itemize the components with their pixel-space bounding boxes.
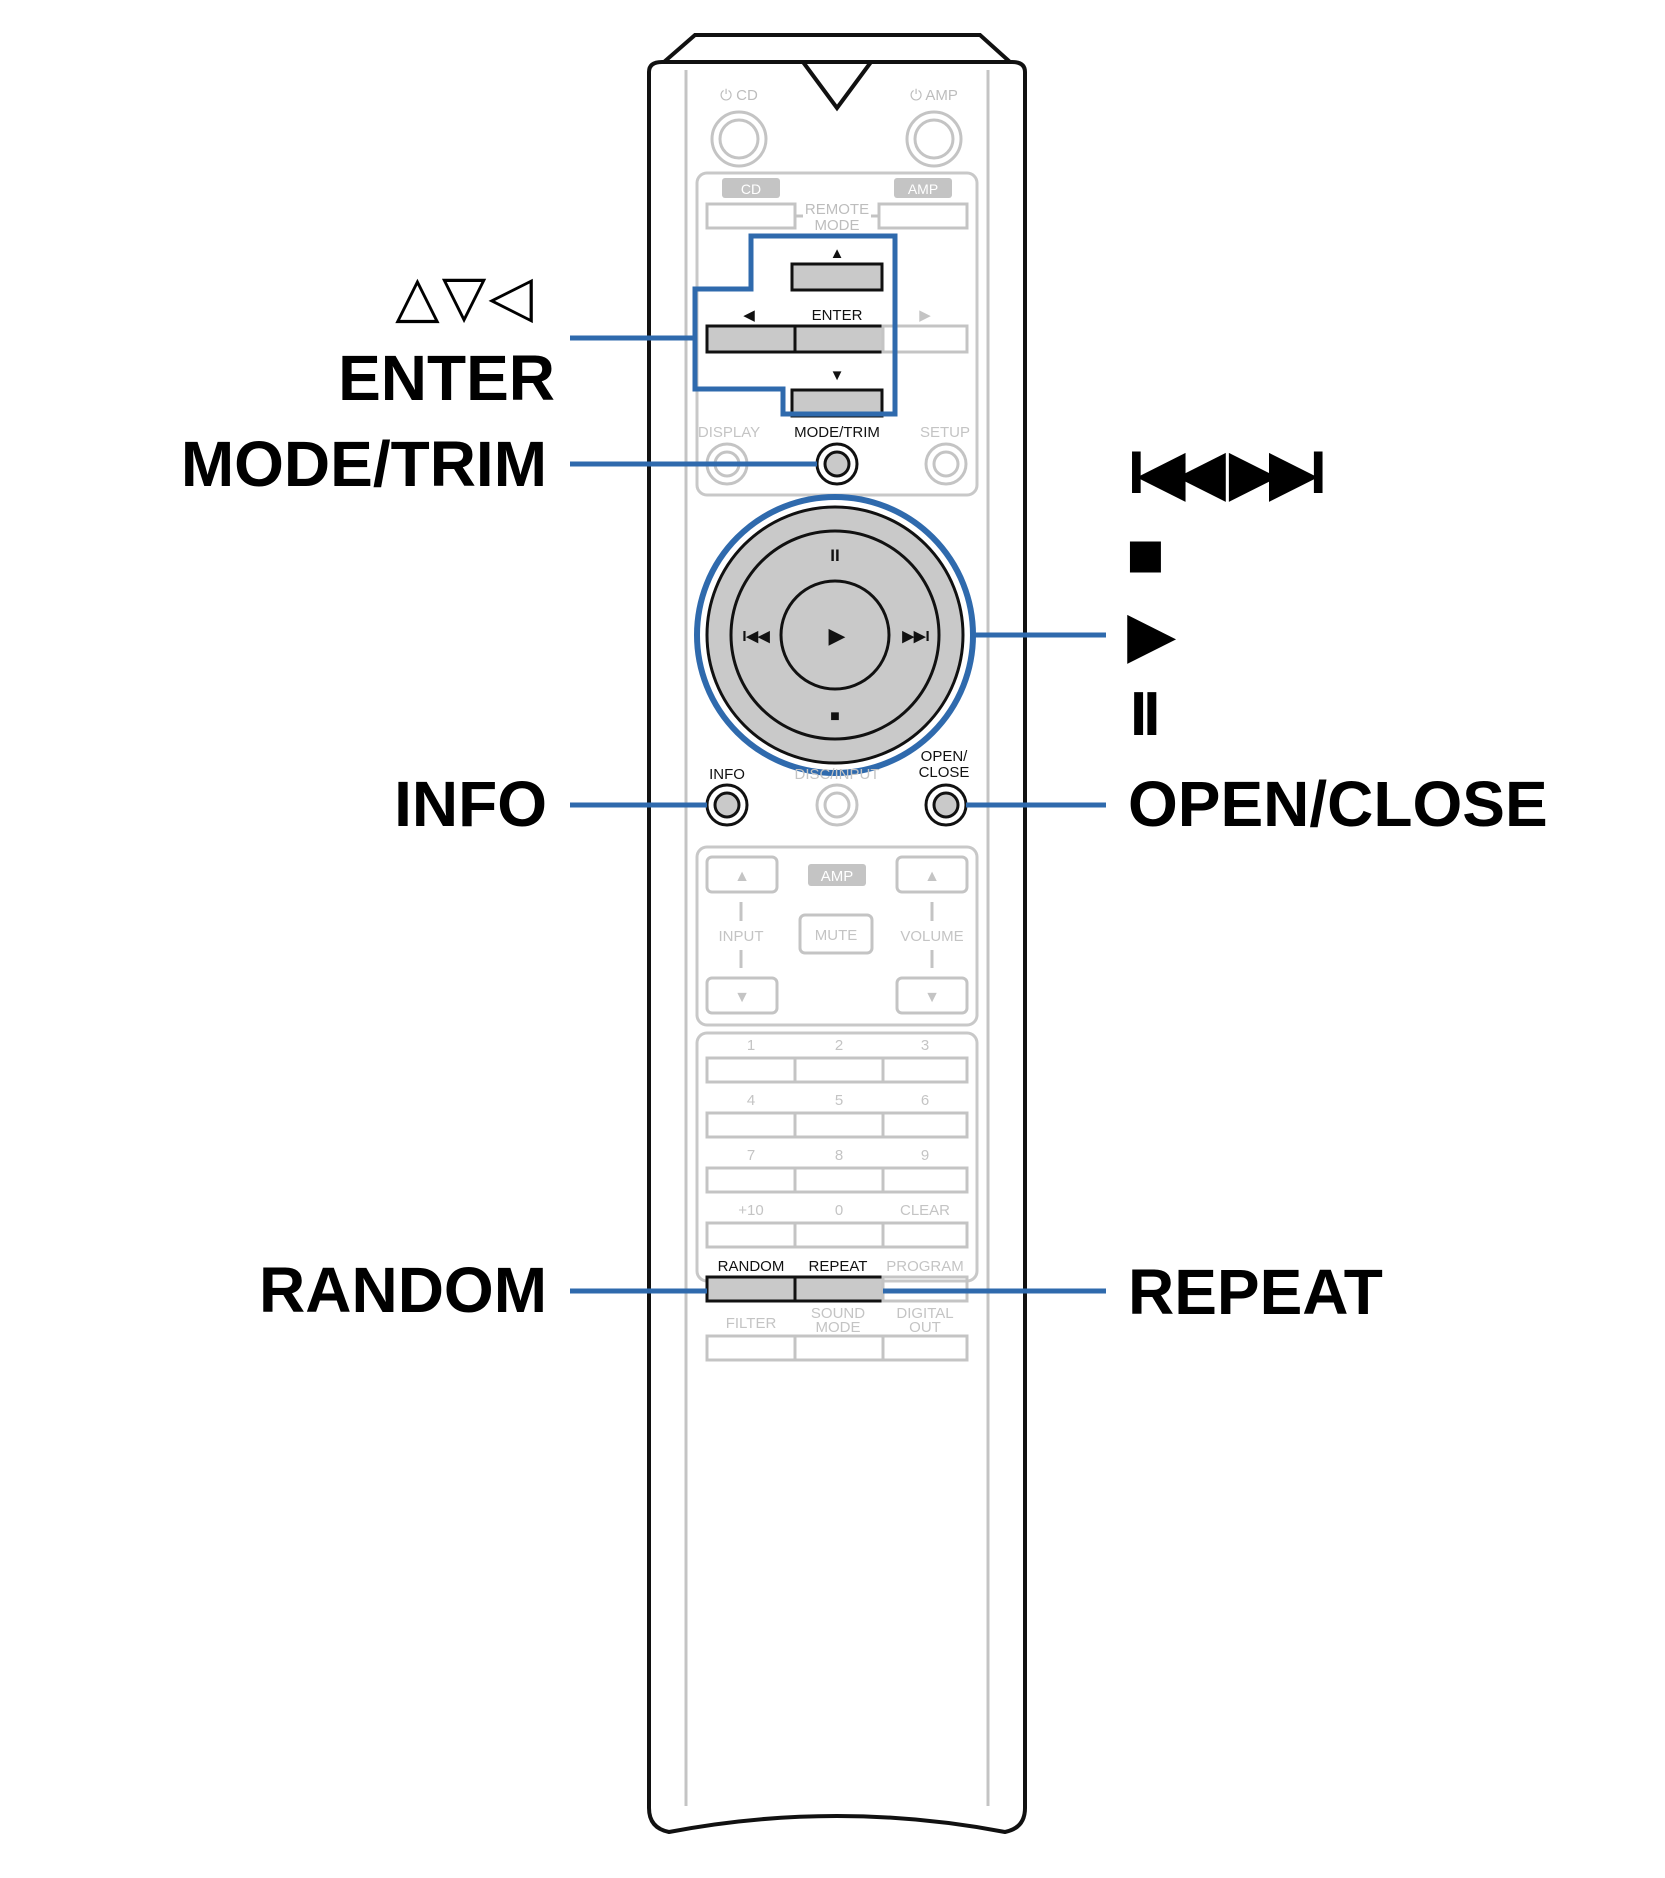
remote-mode-label-2: MODE <box>815 217 860 234</box>
random-button[interactable] <box>705 1275 797 1303</box>
play-callout: ▶ <box>1128 601 1175 668</box>
disc-input-label: DISC/INPUT <box>794 766 879 783</box>
sound-mode-label-2: MODE <box>816 1319 861 1336</box>
number-key-button[interactable] <box>881 1111 969 1139</box>
setup-label: SETUP <box>920 424 970 441</box>
remote-top-notch <box>801 60 873 112</box>
number-key-label: +10 <box>738 1202 763 1219</box>
number-key-label: CLEAR <box>900 1202 950 1219</box>
number-key-label: 0 <box>835 1202 843 1219</box>
skip-callout: I◀◀ ▶▶I <box>1128 439 1327 506</box>
cursor-left-glyph: ◀ <box>743 307 755 324</box>
number-pad: 1 2 3 4 5 6 7 8 9 +10 0 CLEAR <box>705 1037 969 1249</box>
program-label: PROGRAM <box>886 1258 964 1275</box>
amp-badge-label: AMP <box>821 868 854 885</box>
mute-label: MUTE <box>815 927 858 944</box>
random-label: RANDOM <box>718 1258 785 1275</box>
input-label: INPUT <box>719 928 764 945</box>
disc-input-button[interactable] <box>815 783 859 827</box>
power-cd-label: ⏻ CD <box>720 87 758 104</box>
next-track-glyph[interactable]: ▶▶I <box>901 628 929 645</box>
volume-up-button[interactable] <box>895 855 969 894</box>
info-button[interactable] <box>705 783 749 827</box>
cursor-down-glyph: ▼ <box>830 367 845 384</box>
open-close-label-1: OPEN/ <box>921 748 969 765</box>
cursor-right-glyph: ▶ <box>919 307 931 324</box>
sound-mode-label-1: SOUND <box>811 1305 865 1322</box>
mute-button[interactable] <box>798 913 874 955</box>
number-key-label: 2 <box>835 1037 843 1054</box>
number-key-label: 6 <box>921 1092 929 1109</box>
volume-down-button[interactable] <box>895 976 969 1015</box>
mode-cd-badge-label: CD <box>741 181 761 197</box>
open-close-label-2: CLOSE <box>919 764 970 781</box>
number-key-button[interactable] <box>881 1166 969 1194</box>
remote-top-edge <box>662 33 1012 64</box>
cursor-right-button[interactable] <box>881 324 969 354</box>
input-down-glyph: ▼ <box>734 989 750 1006</box>
cursor-highlight-frame <box>692 233 898 417</box>
display-label: DISPLAY <box>698 424 760 441</box>
enter-callout: ENTER <box>338 342 555 414</box>
enter-label: ENTER <box>812 307 863 324</box>
mode-trim-button[interactable] <box>815 442 859 486</box>
input-down-button[interactable] <box>705 976 779 1015</box>
number-key-label: 8 <box>835 1147 843 1164</box>
info-callout: INFO <box>394 768 547 840</box>
number-key-label: 1 <box>747 1037 755 1054</box>
volume-up-glyph: ▲ <box>924 868 940 885</box>
cursor-left-button[interactable] <box>705 324 797 354</box>
play-button[interactable] <box>779 579 891 691</box>
pause-callout: II <box>1130 680 1161 749</box>
number-key-label: 4 <box>747 1092 755 1109</box>
number-key-label: 5 <box>835 1092 843 1109</box>
open-close-button[interactable] <box>924 783 968 827</box>
amp-panel <box>695 845 979 1027</box>
repeat-callout: REPEAT <box>1128 1256 1383 1328</box>
filter-label: FILTER <box>726 1315 777 1332</box>
remote-body <box>647 60 1027 1835</box>
previous-track-glyph[interactable]: I◀◀ <box>742 628 770 645</box>
repeat-label: REPEAT <box>809 1258 868 1275</box>
random-callout: RANDOM <box>259 1254 547 1326</box>
input-up-button[interactable] <box>705 855 779 894</box>
mode-amp-badge-label: AMP <box>908 181 938 197</box>
digital-out-label-1: DIGITAL <box>896 1305 953 1322</box>
cursor-up-glyph: ▲ <box>830 245 845 262</box>
setup-button[interactable] <box>924 442 968 486</box>
pause-glyph[interactable]: II <box>830 546 839 565</box>
stop-glyph[interactable]: ■ <box>830 708 840 725</box>
open-close-callout: OPEN/CLOSE <box>1128 768 1548 840</box>
stop-callout: ■ <box>1126 518 1165 590</box>
transport-wheel-inner-ring <box>729 529 941 741</box>
mode-trim-callout: MODE/TRIM <box>180 428 547 500</box>
play-glyph: ▶ <box>829 623 846 648</box>
amp-badge <box>808 864 866 886</box>
enter-button[interactable] <box>793 324 885 354</box>
cursor-up-button[interactable] <box>790 262 884 292</box>
remote-mode-label-1: REMOTE <box>805 201 869 218</box>
power-amp-button[interactable] <box>905 110 963 168</box>
number-key-label: 3 <box>921 1037 929 1054</box>
mode-amp-badge <box>894 178 952 198</box>
number-key-label: 7 <box>747 1147 755 1164</box>
mode-trim-label: MODE/TRIM <box>794 424 880 441</box>
power-cd-button[interactable] <box>710 110 768 168</box>
number-key-label: 9 <box>921 1147 929 1164</box>
number-key-button[interactable] <box>881 1056 969 1084</box>
cursor-keys-callout: △▽◁ <box>395 264 535 329</box>
mode-cd-badge <box>722 178 780 198</box>
power-amp-label: ⏻ AMP <box>910 87 958 104</box>
input-up-glyph: ▲ <box>734 868 750 885</box>
number-key-button[interactable] <box>881 1221 969 1249</box>
repeat-button[interactable] <box>793 1275 885 1303</box>
digital-out-label-2: OUT <box>909 1319 941 1336</box>
info-label: INFO <box>709 766 745 783</box>
volume-down-glyph: ▼ <box>924 989 940 1006</box>
digital-out-button[interactable] <box>881 1334 969 1362</box>
volume-label: VOLUME <box>900 928 963 945</box>
